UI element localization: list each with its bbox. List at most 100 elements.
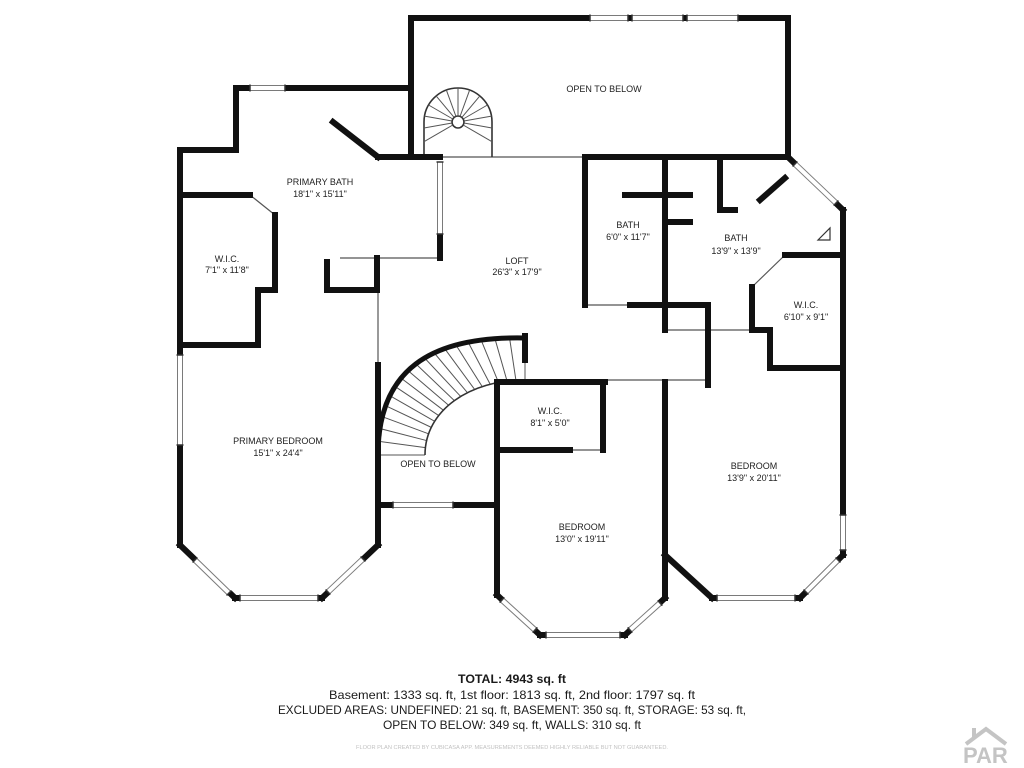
room-name-open-to-below-upper: OPEN TO BELOW [566, 84, 642, 94]
window [325, 555, 366, 596]
window-opening [325, 556, 366, 595]
floor-areas: Basement: 1333 sq. ft, 1st floor: 1813 s… [329, 688, 696, 702]
window [436, 161, 444, 235]
curved-stair-tread [379, 428, 427, 442]
window-jamb [834, 556, 842, 564]
spiral-stair-tread [423, 122, 453, 129]
area-summary: TOTAL: 4943 sq. ft Basement: 1333 sq. ft… [278, 672, 746, 751]
spiral-stair-tread [428, 104, 454, 120]
curved-stair-tread [433, 352, 468, 394]
window-opening [803, 557, 841, 595]
spiral-stair-tread [435, 95, 455, 118]
window [631, 14, 684, 22]
window-jamb [532, 626, 538, 634]
window-jamb [792, 160, 798, 168]
room-name-bedroom-east: BEDROOM [731, 461, 778, 471]
logo-text: PAR [963, 743, 1008, 768]
partition-line [249, 194, 276, 216]
house-roof-icon [964, 726, 1008, 746]
spiral-stair-tread [463, 115, 492, 122]
window [792, 160, 839, 207]
curved-stair-tread [494, 338, 508, 382]
window [839, 514, 847, 551]
room-dims-wic-primary: 7'1" x 11'8" [205, 265, 249, 275]
room-name-primary-bedroom: PRIMARY BEDROOM [233, 436, 323, 446]
window-pane [796, 161, 839, 202]
window-pane [803, 557, 837, 591]
window-pane [192, 561, 228, 596]
par-logo: PAR [963, 726, 1008, 768]
spiral-stair-tread [461, 95, 481, 118]
spiral-stair-tread [463, 122, 493, 129]
window-jamb [192, 556, 198, 564]
spiral-stair-tread [423, 124, 454, 143]
room-name-wic-east: W.I.C. [794, 300, 819, 310]
window [545, 631, 621, 639]
room-dims-wic-center: 8'1" x 5'0" [530, 418, 569, 428]
room-dims-loft: 26'3" x 17'9" [492, 267, 541, 277]
window-jamb [360, 555, 366, 563]
window [802, 556, 842, 596]
thin-lines [249, 156, 786, 451]
curved-stair-tread [400, 377, 444, 411]
open-and-walls-areas: OPEN TO BELOW: 349 sq. ft, WALLS: 310 sq… [383, 718, 642, 732]
window-pane [792, 165, 835, 206]
room-name-wic-primary: W.I.C. [215, 254, 240, 264]
room-dims-bedroom-center: 13'0" x 19'11" [555, 534, 609, 544]
room-dims-wic-east: 6'10" x 9'1" [784, 312, 828, 322]
window-pane [196, 557, 232, 592]
spiral-stair-tread [445, 89, 457, 117]
window [627, 599, 663, 634]
wall [755, 173, 790, 205]
spiral-staircase-treads [423, 88, 493, 143]
curved-stair-tread [480, 339, 499, 383]
room-dims-primary-bath: 18'1" x 15'11" [293, 189, 347, 199]
window-jamb [226, 589, 232, 597]
curved-stair-tread [385, 405, 432, 428]
curved-stair-tread [394, 386, 439, 416]
room-dims-primary-bedroom: 15'1" x 24'4" [253, 448, 302, 458]
spiral-stair-tread [459, 89, 471, 117]
disclaimer: FLOOR PLAN CREATED BY CUBICASA APP. MEAS… [356, 745, 668, 751]
window-jamb [627, 626, 633, 634]
curved-stair-tread [509, 337, 517, 381]
curved-stair-tread [382, 416, 429, 435]
window [392, 501, 454, 509]
window-jamb [802, 588, 810, 596]
window-jamb [325, 588, 331, 596]
window [239, 594, 319, 602]
room-name-bath-small: BATH [616, 220, 639, 230]
window-pane [503, 597, 538, 629]
room-labels: OPEN TO BELOW PRIMARY BATH 18'1" x 15'11… [205, 84, 828, 544]
room-name-bedroom-center: BEDROOM [559, 522, 606, 532]
window-pane [631, 604, 663, 633]
windows [176, 14, 847, 639]
spiral-stair-tread [424, 115, 453, 122]
window [499, 596, 538, 634]
room-dims-bedroom-east: 13'9" x 20'11" [727, 473, 781, 483]
window-opening [792, 161, 839, 206]
curved-stair-tread [467, 341, 491, 385]
excluded-areas: EXCLUDED AREAS: UNDEFINED: 21 sq. ft, BA… [278, 703, 746, 717]
window [249, 84, 286, 92]
window-jamb [833, 199, 839, 207]
window-jamb [499, 596, 505, 604]
window-pane [807, 561, 841, 595]
curved-stair-tread [444, 348, 476, 390]
partition-line [751, 254, 786, 288]
window [716, 594, 796, 602]
window-jamb [657, 599, 663, 607]
spiral-stair-tread [462, 104, 488, 120]
spiral-stair-tread [462, 124, 493, 143]
room-name-wic-center: W.I.C. [538, 406, 563, 416]
window [589, 14, 629, 22]
room-name-open-to-below-lower: OPEN TO BELOW [400, 459, 476, 469]
total-area: TOTAL: 4943 sq. ft [458, 672, 566, 686]
room-name-loft: LOFT [505, 256, 529, 266]
window-opening [192, 557, 232, 596]
wall [328, 117, 383, 162]
curved-staircase-treads [378, 337, 526, 456]
room-dims-bath-large: 13'9" x 13'9" [711, 246, 760, 256]
curved-stair-tread [424, 357, 462, 397]
chimney-icon [972, 728, 976, 737]
